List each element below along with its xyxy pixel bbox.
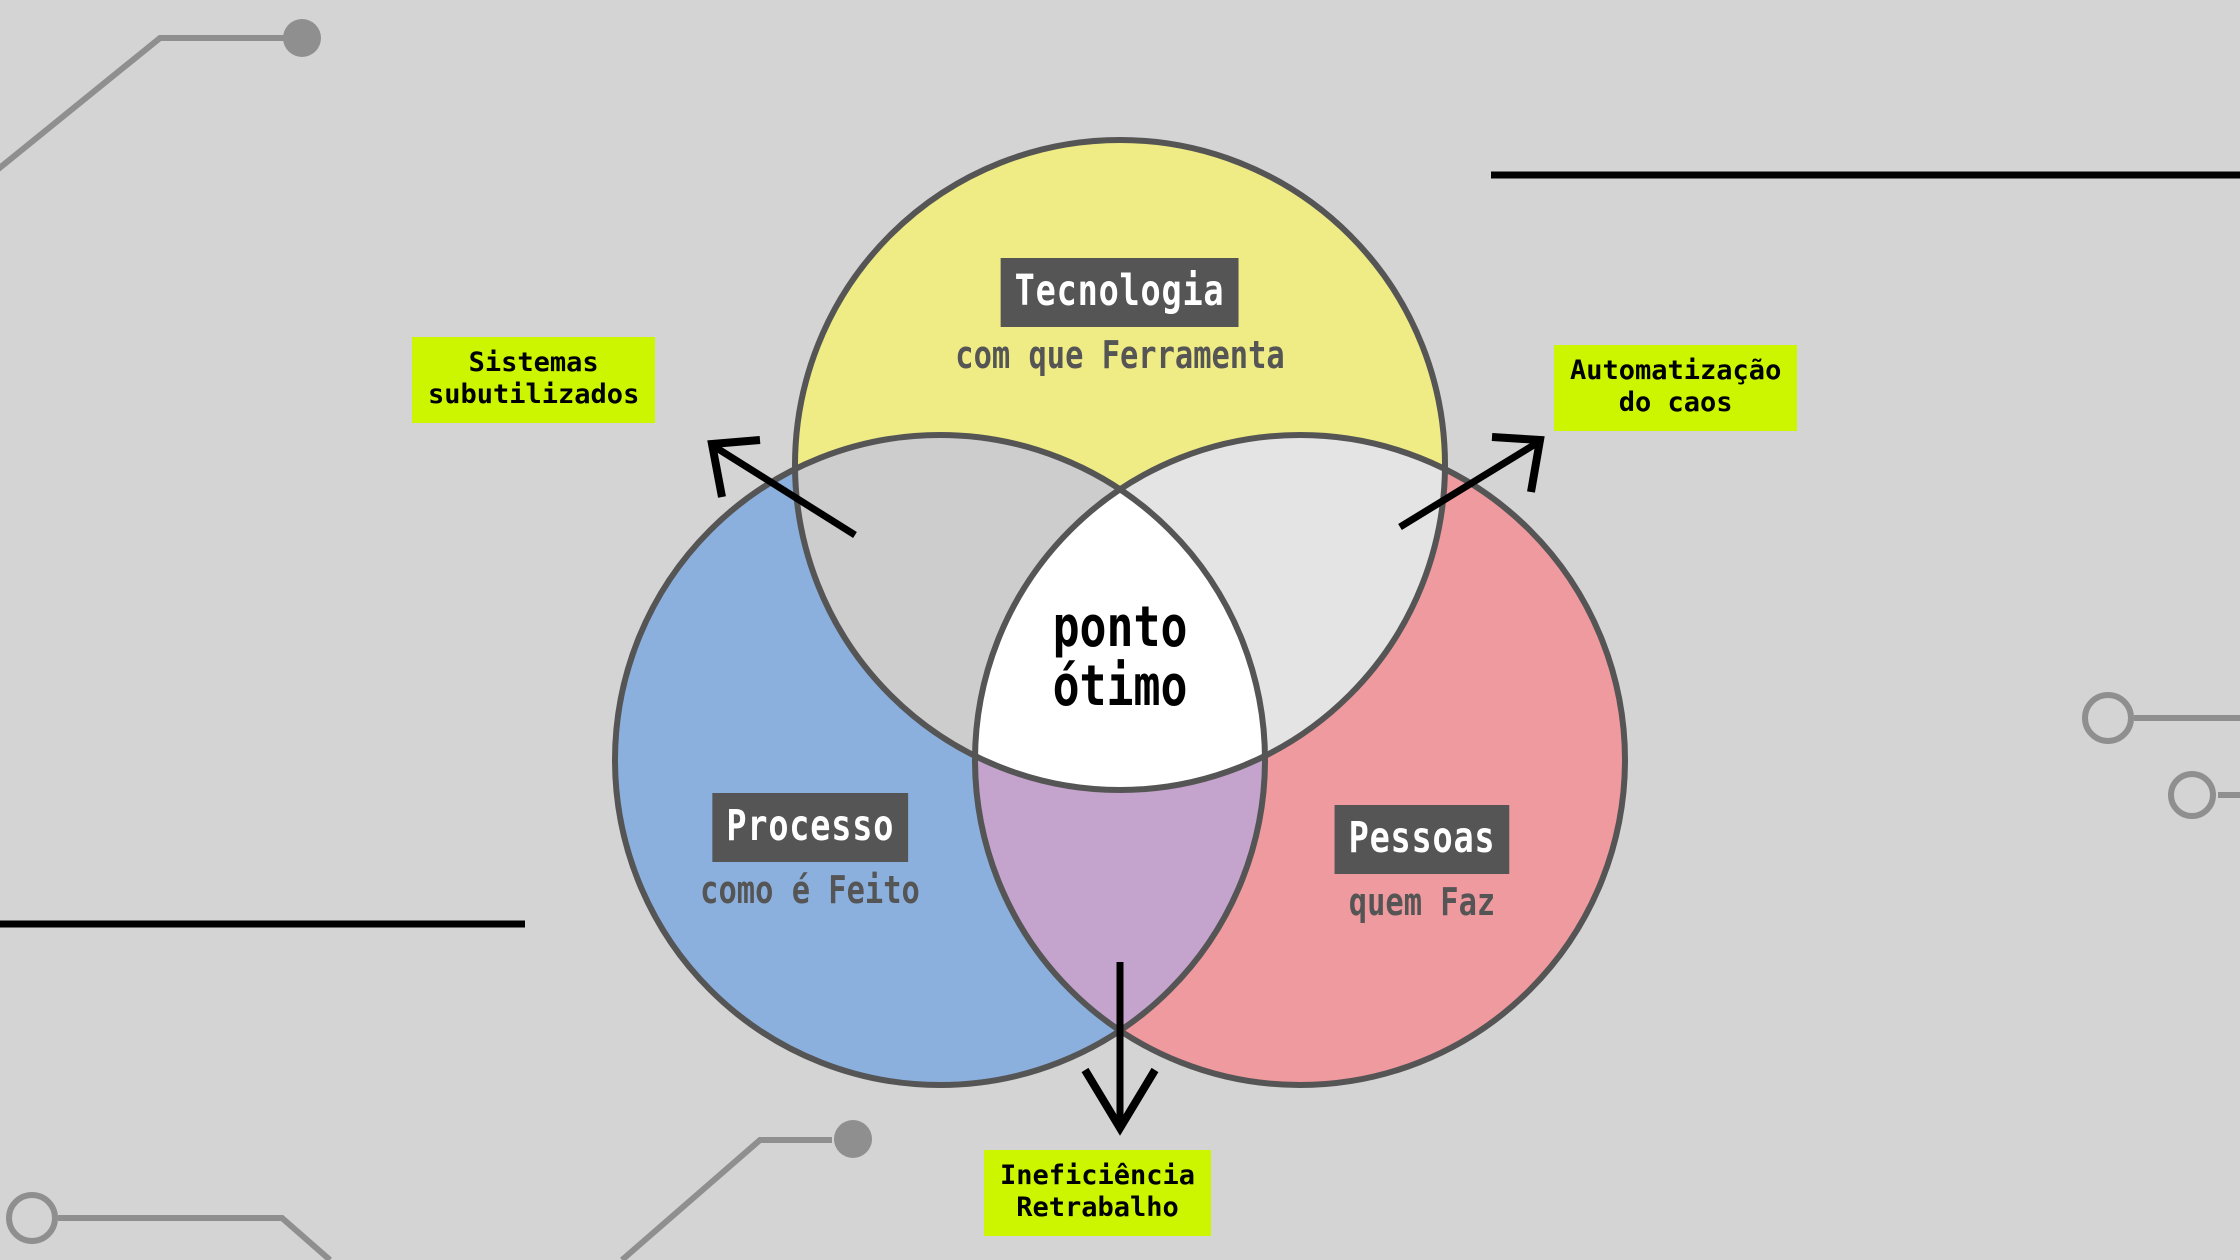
circle-outline-process (612, 432, 1268, 1088)
circle-outline-technology (792, 137, 1448, 793)
circle-outline-people (972, 432, 1628, 1088)
arrow-head-down (1081, 1067, 1159, 1136)
overlap-center (975, 435, 1265, 790)
arrow-head-left (707, 436, 761, 498)
arrow-line-left (713, 444, 857, 538)
arrow-line-right (1398, 440, 1539, 530)
arrow-head-right (1491, 433, 1545, 493)
